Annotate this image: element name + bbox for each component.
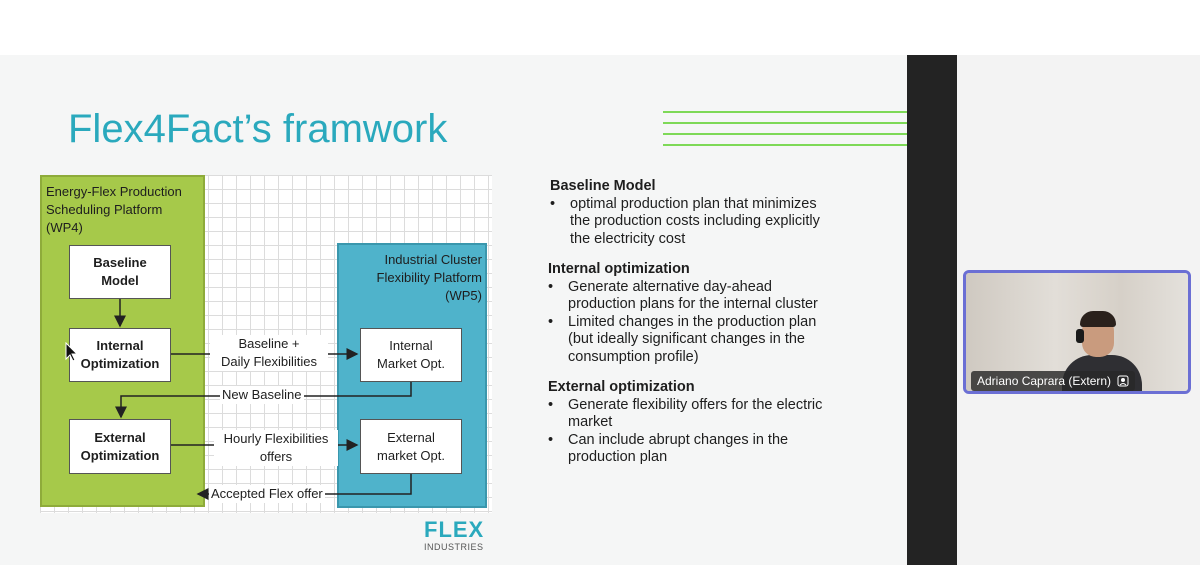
mouse-cursor-icon bbox=[65, 342, 79, 362]
accent-line bbox=[663, 111, 907, 113]
blue-panel-title: Industrial Cluster Flexibility Platform … bbox=[376, 252, 482, 303]
section-title: Baseline Model bbox=[550, 178, 656, 194]
bullet-item: • Can include abrupt changes in the prod… bbox=[548, 431, 789, 466]
meeting-top-bar bbox=[0, 0, 1200, 55]
participant-name-tag: Adriano Caprara (Extern) bbox=[971, 371, 1136, 391]
label-accepted-flex: Accepted Flex offer bbox=[209, 485, 325, 503]
flex-industries-logo: FLEX INDUSTRIES bbox=[424, 517, 485, 553]
stage-divider bbox=[907, 55, 957, 565]
section-internal-optimization: Internal optimization • Generate alterna… bbox=[548, 261, 878, 366]
label-hourly-flex: Hourly Flexibilities offers bbox=[214, 430, 338, 466]
label-baseline-daily-flex: Baseline + Daily Flexibilities bbox=[210, 335, 328, 371]
headset-icon bbox=[1076, 329, 1084, 343]
accent-line bbox=[663, 122, 907, 124]
bullet-item: • Generate flexibility offers for the el… bbox=[548, 396, 823, 431]
label-new-baseline: New Baseline bbox=[220, 386, 304, 404]
mic-off-icon bbox=[1117, 375, 1129, 387]
accent-line bbox=[663, 144, 907, 146]
accent-line bbox=[663, 133, 907, 135]
section-baseline-model: Baseline Model • optimal production plan… bbox=[550, 178, 880, 248]
bullet-item: • optimal production plan that minimizes… bbox=[550, 195, 820, 247]
participant-name: Adriano Caprara (Extern) bbox=[977, 374, 1112, 388]
section-external-optimization: External optimization • Generate flexibi… bbox=[548, 379, 878, 467]
bullet-item: • Limited changes in the production plan… bbox=[548, 313, 817, 365]
section-title: Internal optimization bbox=[548, 261, 690, 277]
participant-video-tile[interactable]: Adriano Caprara (Extern) bbox=[963, 270, 1191, 394]
slide-title: Flex4Fact’s framwork bbox=[68, 107, 448, 151]
shared-slide: Flex4Fact’s framwork Energy-Flex Product… bbox=[0, 55, 907, 565]
section-title: External optimization bbox=[548, 379, 695, 395]
bullet-item: • Generate alternative day-ahead product… bbox=[548, 278, 818, 313]
green-panel-title: Energy-Flex Production Scheduling Platfo… bbox=[46, 184, 182, 235]
participant-hair bbox=[1080, 311, 1116, 327]
